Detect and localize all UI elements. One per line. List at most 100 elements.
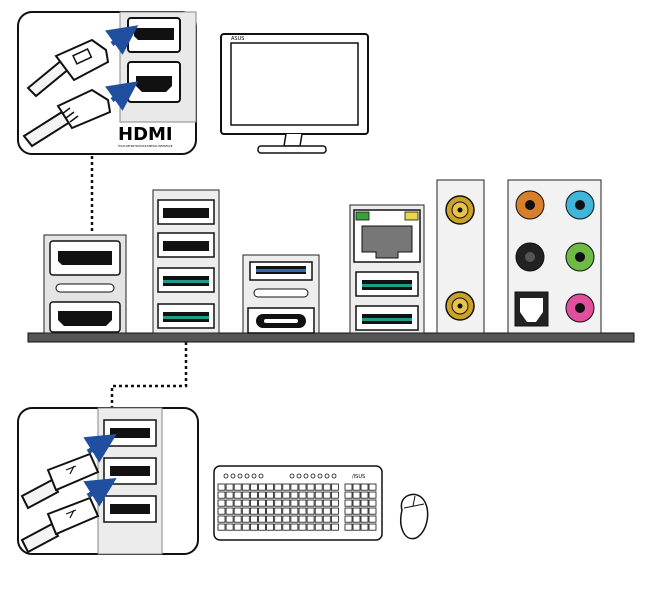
keyboard-key bbox=[249, 515, 258, 523]
audio-port-panel bbox=[507, 179, 602, 334]
displayport-plug-icon bbox=[26, 38, 110, 98]
keyboard-key bbox=[322, 507, 331, 515]
connector-line-usb bbox=[110, 342, 188, 408]
arrow-icon bbox=[105, 81, 139, 111]
hdmi-displayport-inset: HDMI HIGH-DEFINITION MULTIMEDIA INTERFAC… bbox=[17, 11, 197, 155]
keyboard-key bbox=[266, 491, 275, 499]
usb-socket-icon bbox=[103, 495, 157, 523]
keyboard-key bbox=[258, 499, 266, 507]
keyboard-key bbox=[274, 491, 283, 499]
antenna-connector bbox=[445, 291, 475, 321]
keyboard-key bbox=[330, 507, 339, 515]
keyboard-key bbox=[274, 515, 283, 523]
keyboard-key bbox=[233, 507, 242, 515]
keyboard-key bbox=[306, 491, 315, 499]
keyboard-media-button bbox=[303, 473, 309, 479]
audio-jack-pink bbox=[565, 293, 595, 323]
usb-port-teal bbox=[157, 303, 215, 329]
keyboard-key bbox=[330, 523, 339, 531]
hdmi-socket-icon bbox=[49, 301, 121, 333]
keyboard-key bbox=[233, 523, 242, 531]
optical-spdif-port bbox=[514, 291, 549, 327]
audio-jack-blue bbox=[565, 190, 595, 220]
lan-led-yellow bbox=[404, 211, 419, 221]
keyboard-key bbox=[258, 515, 266, 523]
usb-inset bbox=[17, 407, 199, 555]
antenna-connector bbox=[445, 195, 475, 225]
keyboard-key bbox=[306, 515, 315, 523]
keyboard-key bbox=[225, 491, 234, 499]
keyboard-key bbox=[282, 523, 291, 531]
keyboard-key bbox=[352, 507, 361, 515]
keyboard-key bbox=[352, 483, 361, 491]
wifi-antenna-ports bbox=[436, 179, 485, 334]
keyboard-key bbox=[360, 483, 369, 491]
keyboard-key bbox=[249, 491, 258, 499]
keyboard-key bbox=[298, 515, 307, 523]
displayport-socket-icon bbox=[49, 240, 121, 276]
keyboard-key bbox=[368, 499, 377, 507]
keyboard-brand-label: /ISUS bbox=[352, 474, 365, 480]
monitor-icon: ASUS bbox=[220, 33, 369, 154]
keyboard-key bbox=[274, 499, 283, 507]
keyboard-media-button bbox=[251, 473, 257, 479]
keyboard-key bbox=[344, 523, 353, 531]
keyboard-key bbox=[330, 491, 339, 499]
keyboard-key bbox=[298, 483, 307, 491]
keyboard-key bbox=[360, 491, 369, 499]
usb-port-blue bbox=[249, 261, 313, 281]
keyboard-media-button bbox=[244, 473, 250, 479]
usb-port-teal bbox=[157, 267, 215, 293]
keyboard-key bbox=[282, 515, 291, 523]
usb-port-teal bbox=[355, 305, 419, 331]
keyboard-key bbox=[241, 507, 250, 515]
arrow-icon bbox=[83, 434, 117, 463]
keyboard-key bbox=[241, 483, 250, 491]
usb-c-port bbox=[247, 307, 315, 334]
keyboard-key bbox=[344, 507, 353, 515]
keyboard-key bbox=[258, 523, 266, 531]
keyboard-key bbox=[352, 499, 361, 507]
keyboard-key bbox=[290, 483, 299, 491]
displayport-hdmi-port-stack bbox=[43, 234, 127, 334]
keyboard-key bbox=[241, 523, 250, 531]
keyboard-key bbox=[241, 515, 250, 523]
keyboard-key bbox=[314, 523, 323, 531]
keyboard-key bbox=[282, 499, 291, 507]
keyboard-key bbox=[274, 483, 283, 491]
keyboard-key bbox=[322, 515, 331, 523]
keyboard-key bbox=[258, 491, 266, 499]
keyboard-key bbox=[258, 507, 266, 515]
usb-port-stack-4 bbox=[152, 189, 220, 334]
keyboard-key bbox=[266, 483, 275, 491]
keyboard-key bbox=[266, 515, 275, 523]
keyboard-key bbox=[322, 499, 331, 507]
keyboard-key bbox=[282, 483, 291, 491]
mouse-icon bbox=[400, 493, 429, 540]
keyboard-key bbox=[360, 523, 369, 531]
keyboard-key bbox=[217, 483, 226, 491]
keyboard-key bbox=[290, 499, 299, 507]
keyboard-key bbox=[306, 499, 315, 507]
keyboard-key bbox=[330, 499, 339, 507]
keyboard-media-button bbox=[289, 473, 295, 479]
usb-port-teal bbox=[355, 271, 419, 297]
keyboard-key bbox=[274, 523, 283, 531]
keyboard-key bbox=[225, 523, 234, 531]
keyboard-key bbox=[368, 507, 377, 515]
keyboard-key bbox=[306, 523, 315, 531]
keyboard-key bbox=[282, 491, 291, 499]
keyboard-key bbox=[322, 523, 331, 531]
keyboard-key bbox=[233, 515, 242, 523]
keyboard-key bbox=[249, 523, 258, 531]
hdmi-logo-tagline: HIGH-DEFINITION MULTIMEDIA INTERFACE bbox=[118, 144, 173, 148]
keyboard-icon: /ISUS bbox=[213, 465, 383, 541]
keyboard-key bbox=[241, 499, 250, 507]
lan-usb-port-stack bbox=[349, 204, 425, 334]
keyboard-key bbox=[298, 499, 307, 507]
usb-socket-icon bbox=[103, 457, 157, 485]
keyboard-key bbox=[368, 515, 377, 523]
keyboard-key bbox=[249, 507, 258, 515]
keyboard-key bbox=[217, 515, 226, 523]
